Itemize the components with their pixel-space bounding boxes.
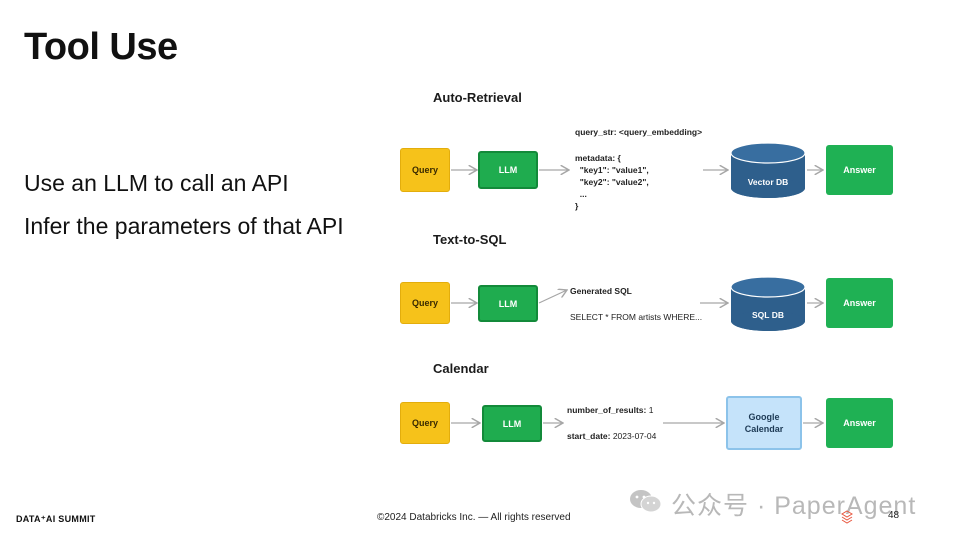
vector-db-cylinder bbox=[730, 142, 806, 198]
section-title-calendar: Calendar bbox=[433, 361, 489, 376]
param-key: number_of_results: bbox=[567, 405, 647, 415]
generated-sql-label: Generated SQL bbox=[570, 286, 632, 296]
metadata-close-line: } bbox=[575, 201, 579, 211]
generated-sql-text: SELECT * FROM artists WHERE... bbox=[570, 312, 703, 322]
sql-db-cylinder bbox=[730, 276, 806, 331]
metadata-key1-line: "key1": "value1", bbox=[575, 165, 649, 175]
sql-db-label: SQL DB bbox=[752, 310, 784, 320]
answer-box-auto-retrieval: Answer bbox=[826, 145, 893, 195]
query-str-line: query_str: <query_embedding> bbox=[575, 127, 703, 137]
watermark-text: 公众号 · PaperAgent bbox=[671, 492, 917, 520]
page-number: 48 bbox=[888, 510, 900, 521]
llm-box-auto-retrieval: LLM bbox=[478, 151, 538, 189]
google-calendar-line1: Google bbox=[748, 412, 780, 422]
param-key: start_date: bbox=[567, 431, 611, 441]
footer-brand-logo: DATA⁺AI SUMMIT bbox=[16, 514, 96, 524]
metadata-key2-line: "key2": "value2", bbox=[575, 177, 649, 187]
arrow-llm-sql bbox=[538, 290, 567, 304]
bullet-call-api: Use an LLM to call an API bbox=[24, 170, 289, 196]
answer-box-calendar: Answer bbox=[826, 398, 893, 448]
wechat-icon bbox=[630, 490, 662, 513]
param-start-date: start_date: 2023-07-04 bbox=[567, 431, 656, 441]
param-value: 2023-07-04 bbox=[610, 431, 657, 441]
section-title-text-to-sql: Text-to-SQL bbox=[433, 232, 507, 247]
section-title-auto-retrieval: Auto-Retrieval bbox=[433, 90, 522, 105]
answer-box-text-to-sql: Answer bbox=[826, 278, 893, 328]
llm-box-text-to-sql: LLM bbox=[478, 285, 538, 322]
bullet-infer-params: Infer the parameters of that API bbox=[24, 213, 344, 239]
query-box-auto-retrieval: Query bbox=[400, 148, 450, 192]
footer-copyright: ©2024 Databricks Inc. — All rights reser… bbox=[377, 512, 571, 523]
query-box-calendar: Query bbox=[400, 402, 450, 444]
databricks-stack-icon bbox=[841, 510, 853, 524]
query-box-text-to-sql: Query bbox=[400, 282, 450, 324]
llm-box-calendar: LLM bbox=[482, 405, 542, 442]
vector-db-label: Vector DB bbox=[748, 177, 789, 187]
param-number-of-results: number_of_results: 1 bbox=[567, 405, 653, 415]
google-calendar-line2: Calendar bbox=[744, 424, 784, 434]
google-calendar-box: Google Calendar bbox=[726, 396, 802, 450]
metadata-ellipsis-line: ... bbox=[575, 189, 587, 199]
slide-title: Tool Use bbox=[24, 26, 178, 68]
param-value: 1 bbox=[646, 405, 654, 415]
metadata-line: metadata: { bbox=[575, 153, 621, 163]
